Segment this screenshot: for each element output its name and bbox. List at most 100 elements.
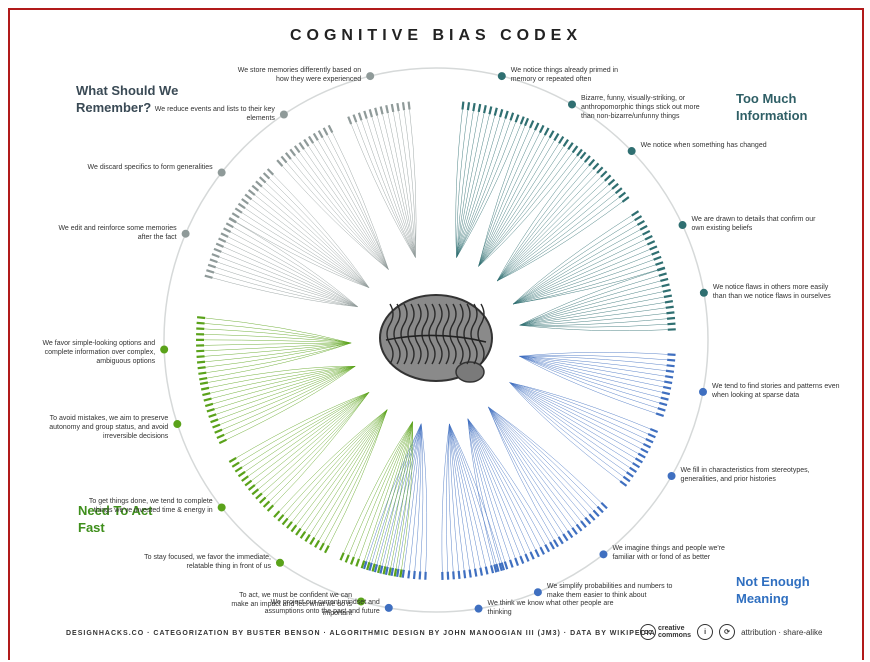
- license-badge: cc creative commons i ⟳ attribution · sh…: [640, 624, 822, 640]
- category-node-dot: [173, 420, 182, 429]
- bias-label-mark: [349, 556, 355, 565]
- bias-branch-line: [398, 423, 422, 569]
- bias-label-mark: [379, 106, 384, 115]
- bias-branch-line: [519, 355, 666, 371]
- bias-label-mark: [649, 427, 659, 434]
- bias-branch-line: [385, 421, 413, 567]
- bias-branch-line: [488, 406, 598, 507]
- bias-branch-line: [488, 406, 590, 515]
- bias-label-mark: [614, 187, 623, 195]
- bias-label-mark: [255, 180, 263, 188]
- bias-branch-line: [409, 423, 422, 571]
- bias-branch-line: [509, 382, 630, 468]
- bias-label-mark: [571, 145, 579, 154]
- bias-label-mark: [212, 423, 221, 429]
- bias-branch-line: [382, 114, 416, 258]
- bias-label-mark: [266, 168, 275, 176]
- category-label: We imagine things and people we're famil…: [612, 545, 725, 562]
- bias-label-mark: [538, 124, 545, 134]
- bias-branch-line: [519, 355, 664, 388]
- bias-branch-line: [449, 423, 497, 565]
- category-node-dot: [497, 72, 506, 81]
- bias-label-mark: [664, 380, 673, 385]
- bias-label-mark: [196, 316, 206, 320]
- bias-label-mark: [579, 151, 587, 160]
- bias-label-mark: [596, 505, 604, 514]
- bias-label-mark: [231, 212, 240, 219]
- bias-label-mark: [634, 457, 643, 464]
- bias-label-mark: [658, 272, 667, 277]
- category-label: We discard specifics to form generalitie…: [87, 163, 213, 171]
- bias-label-mark: [619, 480, 628, 487]
- bias-label-mark: [344, 554, 350, 563]
- bias-branch-line: [497, 192, 616, 282]
- bias-label-mark: [362, 560, 368, 570]
- bias-branch-line: [456, 115, 496, 258]
- bias-branch-line: [478, 127, 531, 267]
- bias-branch-line: [519, 355, 660, 404]
- bias-branch-line: [519, 270, 658, 326]
- bias-branch-line: [225, 241, 358, 308]
- category-label: To act, we must be confident we can make…: [231, 592, 353, 618]
- bias-branch-line: [467, 418, 546, 545]
- category-label: We notice things already primed in memor…: [510, 67, 619, 84]
- bias-branch-line: [230, 231, 358, 307]
- bias-branch-line: [215, 267, 358, 308]
- category-node-dot: [357, 597, 366, 606]
- bias-branch-line: [223, 246, 358, 308]
- bias-branch-line: [467, 418, 516, 559]
- bias-label-mark: [463, 570, 467, 579]
- bias-branch-line: [238, 217, 370, 288]
- bias-branch-line: [387, 423, 422, 567]
- bias-label-mark: [376, 564, 382, 574]
- bias-label-mark: [293, 145, 301, 154]
- bias-branch-line: [287, 409, 388, 519]
- cc-wordmark-line-2: commons: [658, 632, 692, 639]
- bias-label-mark: [558, 135, 565, 144]
- bias-label-mark: [258, 496, 267, 504]
- bias-label-mark: [347, 116, 353, 125]
- brain-fold: [428, 303, 436, 365]
- cc-wordmark: creative commons: [658, 625, 691, 639]
- bias-branch-line: [208, 366, 356, 389]
- category-node-dot: [279, 110, 288, 119]
- category-label: We simplify probabilities and numbers to…: [546, 583, 673, 600]
- bias-branch-line: [496, 180, 605, 282]
- bias-label-mark: [401, 569, 405, 578]
- bias-branch-line: [205, 317, 352, 344]
- bias-label-mark: [621, 196, 630, 203]
- brain-fold: [470, 303, 478, 365]
- bias-label-mark: [651, 250, 660, 256]
- bias-branch-line: [449, 423, 476, 569]
- bias-branch-line: [226, 366, 356, 440]
- bias-label-mark: [218, 438, 227, 445]
- quadrant-title-text: Too Much Information: [736, 91, 808, 123]
- bias-branch-line: [323, 409, 388, 544]
- bias-branch-line: [496, 176, 602, 282]
- bias-label-mark: [656, 266, 666, 272]
- bias-label-mark: [418, 571, 422, 580]
- brain-fold: [456, 303, 464, 365]
- bias-label-mark: [667, 358, 676, 362]
- bias-branch-line: [478, 130, 536, 267]
- bias-label-mark: [636, 219, 645, 226]
- bias-branch-line: [228, 236, 358, 308]
- category-label: We think we know what other people are t…: [487, 599, 614, 616]
- bias-branch-line: [467, 418, 521, 557]
- bias-label-mark: [204, 402, 214, 408]
- bias-label-mark: [461, 101, 465, 110]
- brain-fold: [435, 303, 443, 365]
- bias-branch-line: [512, 234, 643, 305]
- bias-label-mark: [215, 242, 224, 248]
- bias-branch-line: [519, 302, 665, 326]
- bias-branch-line: [224, 366, 356, 435]
- bias-label-mark: [657, 407, 666, 412]
- bias-label-mark: [307, 135, 315, 144]
- bias-label-mark: [567, 142, 574, 150]
- bias-label-mark: [390, 103, 395, 113]
- bias-branch-line: [269, 392, 370, 502]
- bias-label-mark: [382, 566, 387, 575]
- bias-branch-line: [269, 178, 370, 288]
- brain-stem: [455, 361, 485, 383]
- bias-branch-line: [261, 186, 370, 288]
